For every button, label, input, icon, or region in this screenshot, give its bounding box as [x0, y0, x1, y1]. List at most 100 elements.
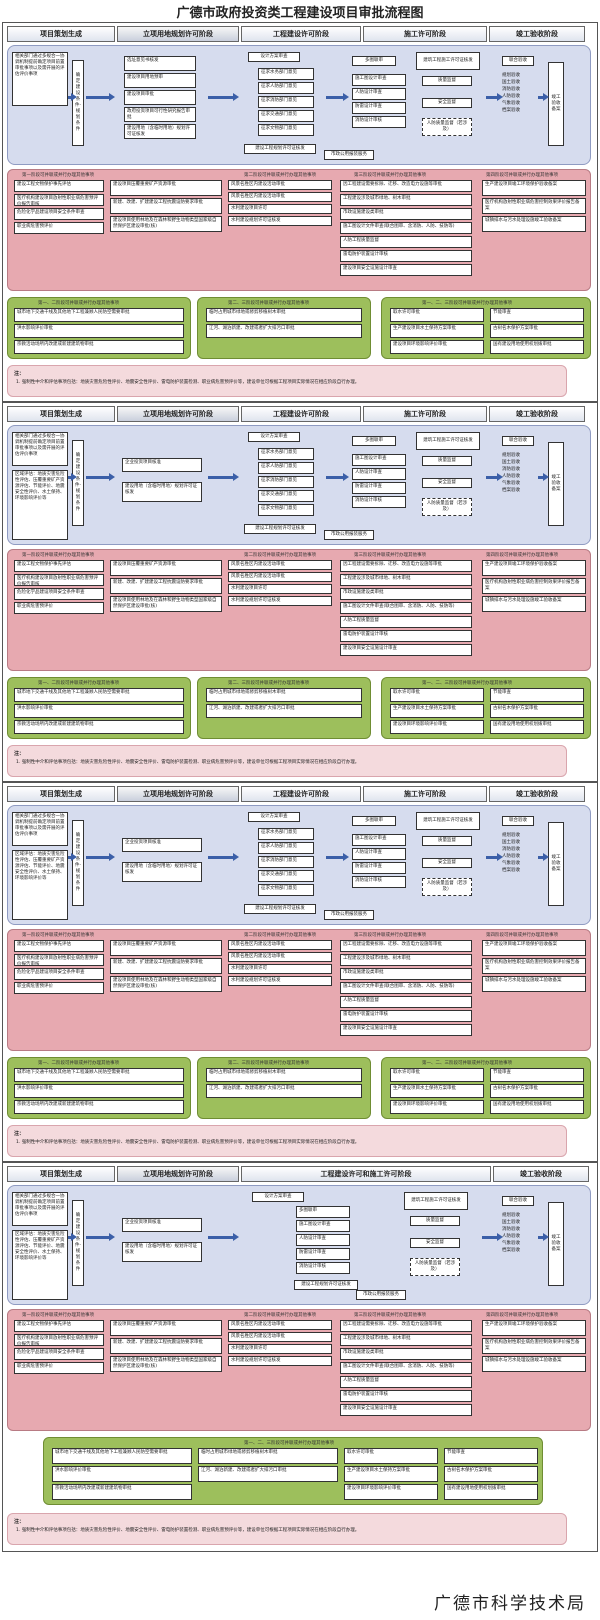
acceptance-item: 国土验收	[502, 1220, 520, 1225]
design-review: 设计方案审查	[252, 1192, 304, 1202]
green-header: 第二、三阶段可并联或并行办理其他事项	[228, 1061, 309, 1066]
green-item: 城市地下交通干线及其他地下工程兼顾人民防空需要审批	[14, 688, 184, 702]
parallel-panel-stage123: 第一、二、三阶段可并联或并行办理其他事项取水许可审批节能审查生产建设项目水土保持…	[381, 297, 591, 359]
parallel-item: 生产建设项目竣工环境保护验收备案	[482, 940, 586, 956]
safety-supervision: 安全监督	[422, 858, 472, 868]
parallel-items-panel: 第一阶段可并联或并行办理其他事项第二阶段可并联或并行办理其他事项第三阶段可并联或…	[7, 1309, 591, 1431]
parallel-item: 施工图设计文件审查(联合图审、含消防、人防、技防等)	[340, 1362, 472, 1374]
green-item: 江河、湖泊新建、改建或者扩大排污口审批	[206, 1084, 362, 1098]
utility-service: 市政公用报装服务	[324, 150, 374, 160]
green-item: 江河、湖泊新建、改建或者扩大排污口审批	[206, 324, 362, 338]
parallel-item: 因工程建设需要拆除、迁移、改造电力设施等审批	[340, 1320, 472, 1332]
note-text: 1. 强制性中介和评估事项包括：地质灾害危险性评价、地震安全性评价、雷电防护装置…	[16, 1140, 360, 1145]
dept-opinion-item: 征求人防部门意见	[258, 462, 314, 474]
joint-acceptance: 联合验收	[502, 436, 534, 446]
drawing-review-item: 人防设计审查	[352, 468, 406, 480]
project-plan-intro: 相关部门通过多规合一协调机制提前确定项目前置审批事项以及需开展的评估评价事项	[12, 52, 68, 106]
parallel-header-stage2: 第二阶段可并联或并行办理其他事项	[244, 933, 316, 938]
parallel-items-panel: 第一阶段可并联或并行办理其他事项第二阶段可并联或并行办理其他事项第三阶段可并联或…	[7, 169, 591, 291]
parallel-item: 市政设施建设类审批	[340, 968, 472, 980]
flow-arrow	[326, 93, 349, 101]
green-item: 城市地下交通干线及其他地下工程兼顾人民防空需要审批	[14, 308, 184, 322]
parallel-header-stage2: 第二阶段可并联或并行办理其他事项	[244, 173, 316, 178]
acceptance-list: 规划验收国土验收消防验收人防验收气象验收档案验收	[502, 452, 520, 494]
dept-opinion-item: 征求水务部门意见	[258, 828, 314, 840]
acceptance-item: 气象验收	[502, 861, 520, 866]
regional-assessment: 区域评估：地质灾害危险性评估、压覆重要矿产资源评估、节能评价、地震安全性评价、水…	[12, 850, 68, 920]
green-header: 第一、二阶段可并联或并行办理其他事项	[38, 301, 119, 306]
green-item: 取水许可审批	[390, 308, 484, 322]
green-item: 取水许可审批	[344, 1448, 438, 1464]
stage-header: 竣工验收阶段	[493, 1166, 589, 1182]
parallel-item: 危险化学品建设项目安全条件审查	[14, 208, 104, 220]
drawing-review-item: 多图联审	[296, 1206, 350, 1218]
safety-supervision: 安全监督	[422, 478, 472, 488]
drawing-review-item: 消防设计审核	[352, 496, 406, 508]
parallel-item: 城镇排水与污水处理设施竣工验收备案	[482, 216, 586, 232]
parallel-item: 人防工程质量监督	[340, 1376, 472, 1388]
parallel-item: 雷电防护装置设计审核	[340, 630, 472, 642]
parallel-item: 建设项目使用林地及在森林和野生动物类型国家级自然保护区建设审批(核)	[110, 976, 222, 992]
green-header: 第一、二阶段可并联或并行办理其他事项	[38, 681, 119, 686]
safety-supervision: 安全监督	[422, 98, 472, 108]
green-header: 第一、二、三阶段可并联或并行办理其他事项	[244, 1441, 334, 1446]
acceptance-item: 档案验收	[502, 488, 520, 493]
green-item: 国有建设用地使用权划拨审批	[490, 340, 584, 354]
parallel-item: 建设项目压覆重要矿产资源审批	[110, 1320, 222, 1336]
planning-permit: 建设工程规划许可证核发	[244, 144, 316, 154]
parallel-item: 工程建设涉及城市绿地、树木审批	[340, 194, 472, 206]
stage-header: 工程建设许可和施工许可阶段	[241, 1166, 491, 1182]
land-approval-item: 建设用地（含临时用地）规划许可证核发	[122, 1242, 202, 1262]
green-item: 宗教活动场所内改建或新建建筑物审批	[14, 1100, 184, 1114]
dept-opinion-item: 征求文物部门意见	[258, 124, 314, 136]
acceptance-list: 规划验收国土验收消防验收人防验收气象验收档案验收	[502, 1212, 520, 1254]
flow-arrow	[208, 473, 239, 481]
joint-acceptance: 联合验收	[502, 1196, 534, 1206]
parallel-item: 风景名胜区内建设活动审批	[228, 572, 332, 582]
green-item: 城市地下交通干线及其他地下工程兼顾人民防空需要审批	[52, 1448, 192, 1464]
note-panel: 注：1. 强制性中介和评估事项包括：地质灾害危险性评价、地震安全性评价、雷电防护…	[7, 745, 567, 777]
parallel-item: 雷电防护装置设计审核	[340, 1010, 472, 1022]
dept-opinion-item: 征求消防部门意见	[258, 856, 314, 868]
dept-opinion-item: 征求消防部门意见	[258, 96, 314, 108]
stage-header: 工程建设许可阶段	[241, 406, 361, 422]
utility-service: 市政公用报装服务	[324, 910, 374, 920]
green-item: 古树名木保护方案审批	[444, 1466, 538, 1482]
land-approval-item: 建设项目用地预审	[124, 73, 196, 88]
drawing-review-item: 消防设计审核	[352, 876, 406, 888]
parallel-panel-stage123: 第一、二、三阶段可并联或并行办理其他事项取水许可审批节能审查生产建设项目水土保持…	[381, 1057, 591, 1119]
construction-permit: 建筑工程施工许可证核发	[416, 432, 480, 450]
flow-arrow	[68, 1233, 77, 1241]
parallel-item: 风景名胜区内建设活动审批	[228, 560, 332, 570]
flow-arrow	[68, 853, 77, 861]
main-flow-panel: 相关部门通过多规合一协调机制提前确定项目前置审批事项以及需开展的评估评价事项区域…	[7, 425, 591, 545]
main-flow-panel: 相关部门通过多规合一协调机制提前确定项目前置审批事项以及需开展的评估评价事项区域…	[7, 805, 591, 925]
parallel-item: 新建、改建、扩建建设工程抗震设防要求审批	[110, 578, 222, 594]
planning-permit: 建设工程规划许可证核发	[244, 904, 316, 914]
completion-record: 竣工验收备案	[548, 442, 564, 526]
green-item: 洪水影响评价审批	[14, 704, 184, 718]
land-approval-item: 建设项目审批	[124, 90, 196, 105]
dept-opinion-item: 征求交通部门意见	[258, 870, 314, 882]
parallel-item: 雷电防护装置设计审核	[340, 250, 472, 262]
drawing-review-item: 人防设计审查	[296, 1234, 350, 1246]
land-approval-item: 企业投资项目核准	[122, 458, 202, 472]
stage-header: 施工许可阶段	[363, 26, 487, 42]
green-item: 城市地下交通干线及其他地下工程兼顾人民防空需要审批	[14, 1068, 184, 1082]
parallel-item: 水利建设项目许可	[228, 584, 332, 594]
parallel-header-stage1: 第一阶段可并联或并行办理其他事项	[22, 933, 94, 938]
parallel-item: 风景名胜区内建设活动审批	[228, 1332, 332, 1342]
green-item: 古树名木保护方案审批	[490, 704, 584, 718]
parallel-item: 城镇排水与污水处理设施竣工验收备案	[482, 1356, 586, 1372]
flow-arrow	[208, 93, 239, 101]
acceptance-item: 消防验收	[502, 847, 520, 852]
parallel-panel-stage23: 第二、三阶段可并联或并行办理其他事项临时占用城市绿地或修剪移植树木审批江河、湖泊…	[197, 297, 371, 359]
joint-acceptance: 联合验收	[502, 56, 534, 66]
green-item: 洪水影响评价审批	[52, 1466, 192, 1482]
parallel-item: 新建、改建、扩建建设工程抗震设防要求审批	[110, 1338, 222, 1354]
note-label: 注：	[14, 1519, 25, 1525]
drawing-review-item: 人防设计审查	[352, 88, 406, 100]
quality-supervision: 质量监督	[422, 456, 472, 466]
confirm-conditions: 确定建设条件·规划条件	[72, 440, 84, 526]
